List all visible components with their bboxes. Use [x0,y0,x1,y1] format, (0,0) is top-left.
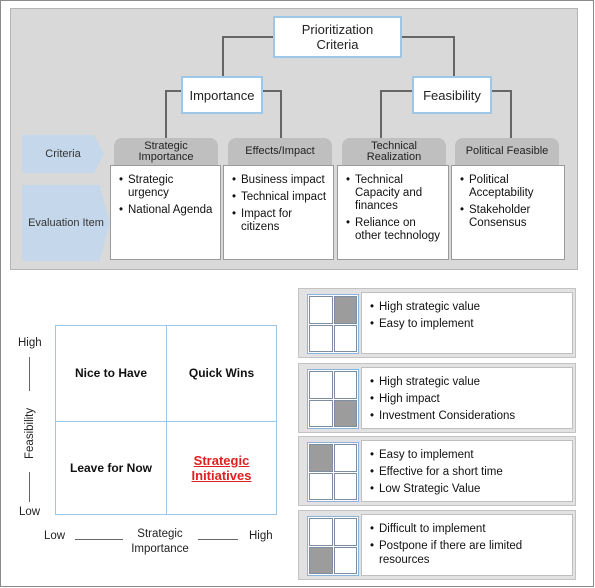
criteria-tab-label: Strategic Importance [138,139,194,163]
evaluation-item: Strategic urgency [119,174,214,200]
row-label-text: Criteria [45,148,81,160]
connector-line [453,36,455,76]
matrix-cell-leave-for-now: Leave for Now [56,422,166,514]
row-label-criteria: Criteria [22,135,104,173]
x-axis-low-label: Low [44,530,66,542]
legend-item: Difficult to implement [370,522,568,536]
legend-panel-quick-wins: High strategic value Easy to implement [298,288,576,358]
legend-item: Easy to implement [370,317,568,331]
criteria-tab-label: Political Feasible [465,145,549,157]
root-node-label: Prioritization Criteria [301,22,374,52]
x-axis-line [198,539,238,540]
legend-panel-strategic-initiatives: High strategic value High impact Investm… [298,363,576,433]
legend-item: High impact [370,392,568,406]
connector-line [262,90,282,92]
criteria-tab-label: Technical Realization [366,139,422,163]
criteria-tab-effects-impact: Effects/Impact [228,138,332,165]
evaluation-card-political-feasible: Political Acceptability Stakeholder Cons… [451,165,565,260]
connector-line [380,90,413,92]
evaluation-item: Technical impact [232,191,327,204]
mini-matrix-icon [307,294,359,354]
group-node-label: Importance [189,87,255,103]
group-node-importance: Importance [181,76,263,114]
criteria-tab-political-feasible: Political Feasible [455,138,559,165]
criteria-tab-strategic-importance: Strategic Importance [114,138,218,165]
y-axis-low-label: Low [19,506,41,518]
legend-item: Investment Considerations [370,409,568,423]
group-node-feasibility: Feasibility [412,76,492,114]
connector-line [510,90,512,138]
connector-line [165,90,183,92]
evaluation-item: Impact for citizens [232,208,327,234]
legend-card: High strategic value High impact Investm… [361,367,573,429]
matrix-cell-label: Quick Wins [188,366,255,380]
connector-line [222,36,224,76]
matrix-cell-nice-to-have: Nice to Have [56,326,166,421]
legend-panel-nice-to-have: Easy to implement Effective for a short … [298,436,576,506]
mini-matrix-icon [307,516,359,576]
legend-card: Difficult to implement Postpone if there… [361,514,573,576]
legend-item: High strategic value [370,375,568,389]
evaluation-card-strategic-importance: Strategic urgency National Agenda [110,165,221,260]
matrix-cell-label: Nice to Have [74,366,148,380]
connector-line [280,90,282,138]
legend-item: Easy to implement [370,448,568,462]
connector-line [165,90,167,138]
evaluation-item: Technical Capacity and finances [346,174,442,213]
row-label-text: Evaluation Item [28,217,104,229]
x-axis-label: Strategic Importance [131,528,189,555]
x-axis-line [75,539,123,540]
x-axis-high-label: High [249,530,273,542]
evaluation-card-effects-impact: Business impact Technical impact Impact … [223,165,334,260]
legend-item: Postpone if there are limited resources [370,539,568,567]
matrix-cell-quick-wins: Quick Wins [167,326,276,421]
connector-line [222,36,274,38]
connector-line [380,90,382,138]
evaluation-item: Political Acceptability [460,174,558,200]
criteria-tab-label: Effects/Impact [245,145,315,157]
legend-item: Effective for a short time [370,465,568,479]
evaluation-card-technical-realization: Technical Capacity and finances Reliance… [337,165,449,260]
evaluation-item: Reliance on other technology [346,217,442,243]
evaluation-item: Business impact [232,174,327,187]
matrix-cell-strategic-initiatives: Strategic Initiatives [167,422,276,514]
mini-matrix-icon [307,442,359,502]
connector-line [400,36,455,38]
matrix-cell-label: Leave for Now [69,460,153,475]
root-node-prioritization-criteria: Prioritization Criteria [273,16,402,58]
matrix-cell-label-highlighted: Strategic Initiatives [191,453,252,483]
legend-item: High strategic value [370,300,568,314]
y-axis-line [29,472,30,502]
row-label-evaluation-item: Evaluation Item [22,185,110,261]
criteria-tab-technical-realization: Technical Realization [342,138,446,165]
evaluation-item: Stakeholder Consensus [460,204,558,230]
mini-matrix-icon [307,369,359,429]
y-axis-high-label: High [18,337,42,349]
matrix-divider-horizontal [56,421,276,422]
legend-card: Easy to implement Effective for a short … [361,440,573,502]
y-axis-line [29,357,30,391]
prioritization-matrix: Nice to Have Quick Wins Leave for Now St… [55,325,277,515]
group-node-label: Feasibility [423,87,481,103]
legend-card: High strategic value Easy to implement [361,292,573,354]
connector-line [490,90,512,92]
y-axis-label: Feasibility [24,407,36,459]
legend-item: Low Strategic Value [370,482,568,496]
evaluation-item: National Agenda [119,204,214,217]
legend-panel-leave-for-now: Difficult to implement Postpone if there… [298,510,576,580]
matrix-divider-vertical [166,326,167,514]
